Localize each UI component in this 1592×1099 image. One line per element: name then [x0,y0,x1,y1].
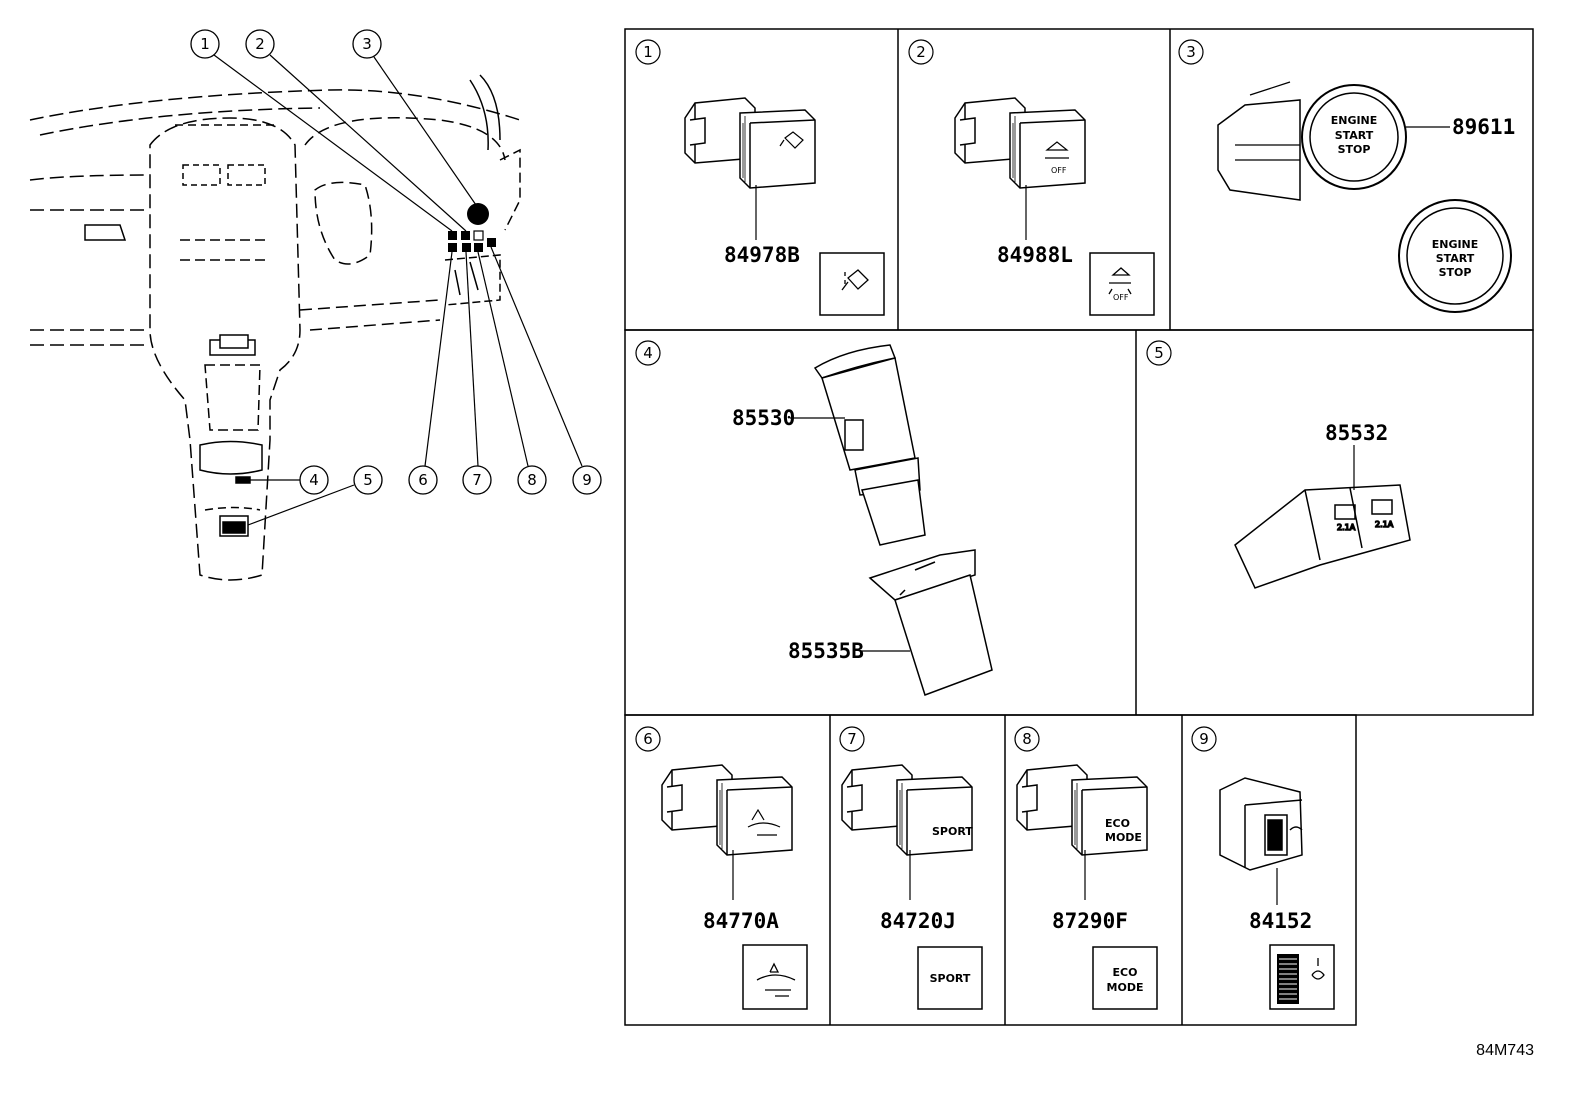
panel-1-switch [684,97,816,189]
panel-number-6: 6 [643,730,653,748]
panel-6-icon-box [742,944,808,1010]
panel-2-switch: OFF [954,97,1086,189]
part-number-84988L: 84988L [997,243,1073,267]
part-number-87290F: 87290F [1052,909,1128,933]
callout-1 [190,29,220,59]
callout-label-8: 8 [527,471,537,489]
callout-label-6: 6 [418,471,428,489]
panel-3-button-face: ENGINE START STOP [1398,199,1512,313]
part-number-84978B: 84978B [724,243,800,267]
part-number-84152: 84152 [1249,909,1312,933]
panel-7-switch: SPORT [841,764,973,856]
callout-5 [353,465,383,495]
leader-lines [213,54,583,526]
callout-label-7: 7 [472,471,482,489]
callout-3 [352,29,382,59]
svg-text:ECO: ECO [1105,817,1130,830]
panel-9-dimmer-switch [1219,777,1303,871]
callout-7 [462,465,492,495]
callout-label-4: 4 [309,471,319,489]
svg-text:2.1A: 2.1A [1375,520,1394,529]
svg-text:START: START [1335,129,1374,142]
callout-label-1: 1 [200,35,210,53]
svg-text:STOP: STOP [1439,266,1472,279]
panel-grid [624,28,1534,1026]
panel-number-9: 9 [1199,730,1209,748]
panel-number-7: 7 [847,730,857,748]
svg-text:ECO: ECO [1113,966,1138,979]
panel-number-4: 4 [643,344,653,362]
svg-text:STOP: STOP [1338,143,1371,156]
callout-8 [517,465,547,495]
panel-6-switch [661,764,793,856]
svg-text:2.1A: 2.1A [1337,523,1356,532]
callout-9 [572,465,602,495]
panel-number-8: 8 [1022,730,1032,748]
part-number-85535B: 85535B [788,639,864,663]
svg-text:SPORT: SPORT [932,825,973,838]
part-number-85530: 85530 [732,406,795,430]
svg-text:OFF: OFF [1051,166,1067,175]
panel-number-1: 1 [643,43,653,61]
panel-4-socket-parts [813,344,993,696]
part-number-89611: 89611 [1452,115,1515,139]
callout-6 [408,465,438,495]
panel-number-2: 2 [916,43,926,61]
callout-label-3: 3 [362,35,372,53]
svg-text:MODE: MODE [1107,981,1144,994]
svg-text:ENGINE: ENGINE [1432,238,1479,251]
panel-3-engine-start-button: ENGINE START STOP [1217,81,1407,201]
svg-text:ENGINE: ENGINE [1331,114,1378,127]
panel-9-icon-box [1269,944,1335,1010]
panel-number-3: 3 [1186,43,1196,61]
callout-2 [245,29,275,59]
svg-text:MODE: MODE [1105,831,1142,844]
panel-2-icon-box: OFF [1089,252,1155,316]
callout-label-9: 9 [582,471,592,489]
panel-number-5: 5 [1154,344,1164,362]
panel-5-usb-module: 2.1A 2.1A [1234,484,1411,589]
panel-number-circles [635,39,1217,752]
dashboard-overview [29,74,521,581]
panel-8-icon-box: ECO MODE [1092,946,1158,1010]
svg-text:START: START [1436,252,1475,265]
panel-1-icon-box [819,252,885,316]
part-number-84720J: 84720J [880,909,956,933]
callout-label-2: 2 [255,35,265,53]
overview-callouts [190,29,602,495]
panel-7-icon-box: SPORT [917,946,983,1010]
part-number-85532: 85532 [1325,421,1388,445]
diagram-code: 84M743 [1476,1042,1534,1059]
part-number-84770A: 84770A [703,909,779,933]
callout-label-5: 5 [363,471,373,489]
panel-8-switch: ECO MODE [1016,764,1148,856]
svg-text:OFF: OFF [1113,293,1129,302]
svg-text:SPORT: SPORT [930,972,971,985]
switch-cluster [448,203,496,252]
